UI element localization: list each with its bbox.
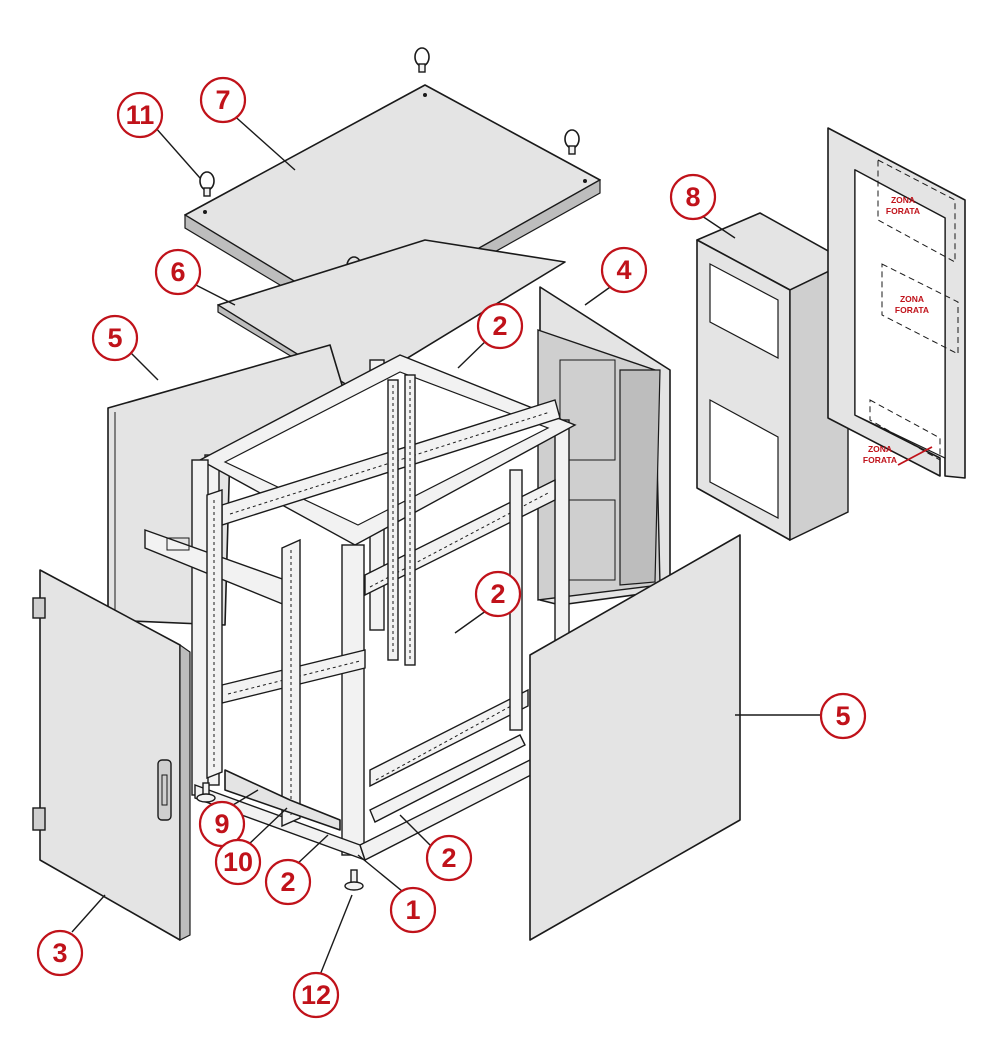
callout-2-bottom-right: 2	[425, 834, 473, 882]
mounting-rail	[281, 538, 301, 828]
callout-4: 4	[600, 246, 648, 294]
callout-8: 8	[669, 173, 717, 221]
callout-label-12: 12	[301, 980, 331, 1010]
eyebolt-2	[564, 129, 580, 155]
zone-label-middle-line1: ZONA	[900, 294, 924, 304]
leader-lines	[71, 111, 822, 976]
callout-5-right: 5	[819, 692, 867, 740]
eyebolt-1	[414, 47, 430, 73]
callout-9: 9	[198, 800, 246, 848]
zone-label-bottom: ZONA FORATA	[863, 444, 933, 466]
callout-11: 11	[116, 91, 164, 139]
callout-6: 6	[154, 248, 202, 296]
callout-label-7: 7	[215, 85, 230, 115]
callout-label-2-middle: 2	[490, 579, 505, 609]
callout-label-1: 1	[405, 895, 420, 925]
callout-label-5-left: 5	[107, 323, 122, 353]
callout-1: 1	[389, 886, 437, 934]
callout-label-3: 3	[52, 938, 67, 968]
callout-5-left: 5	[91, 314, 139, 362]
callout-label-2-top: 2	[492, 311, 507, 341]
callout-label-4: 4	[616, 255, 631, 285]
zone-label-bottom-line1: ZONA	[868, 444, 892, 454]
zone-label-top-line1: ZONA	[891, 195, 915, 205]
zone-label-bottom-line2: FORATA	[863, 455, 897, 465]
zone-label-middle-line2: FORATA	[895, 305, 929, 315]
callout-2-middle: 2	[474, 570, 522, 618]
air-conditioner	[696, 212, 849, 542]
zone-label-top-line2: FORATA	[886, 206, 920, 216]
zone-label-middle: ZONA FORATA	[895, 294, 929, 315]
callout-7: 7	[199, 76, 247, 124]
callout-label-5-right: 5	[835, 701, 850, 731]
callout-label-2-bottom-right: 2	[441, 843, 456, 873]
rear-door	[537, 286, 671, 606]
front-door	[32, 569, 191, 941]
mounting-plate	[224, 769, 341, 831]
callout-label-6: 6	[170, 257, 185, 287]
eyebolt-3	[199, 171, 215, 197]
callout-label-2-bottom-left: 2	[280, 867, 295, 897]
callout-12: 12	[292, 971, 340, 1019]
callout-label-11: 11	[126, 100, 155, 130]
callout-3: 3	[36, 929, 84, 977]
callout-label-10: 10	[223, 847, 253, 877]
mounting-rail-left	[206, 489, 223, 780]
leveling-foot-left	[196, 782, 216, 803]
callout-10: 10	[214, 838, 262, 886]
leveling-foot-front	[344, 869, 364, 891]
callout-2-bottom-left: 2	[264, 858, 312, 906]
callout-2-top: 2	[476, 302, 524, 350]
callout-label-9: 9	[214, 809, 229, 839]
ac-mounting-frame	[827, 127, 966, 479]
zone-label-top: ZONA FORATA	[886, 195, 920, 216]
callout-label-8: 8	[685, 182, 700, 212]
side-panel-right	[529, 534, 741, 941]
